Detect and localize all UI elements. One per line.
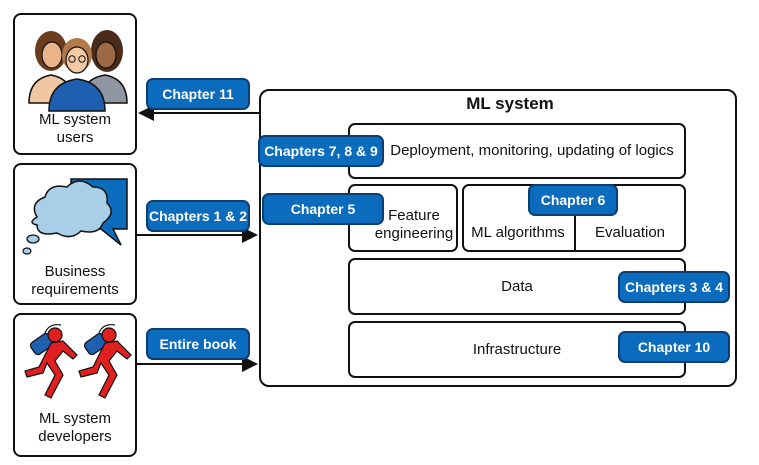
tag-chapters-7-8-9: Chapters 7, 8 & 9 <box>258 135 384 167</box>
users-icon <box>28 30 128 112</box>
deployment-box: Deployment, monitoring, updating of logi… <box>348 123 686 179</box>
tag-chapter-5: Chapter 5 <box>262 193 384 225</box>
data-box: Data <box>348 258 686 315</box>
tag-chapter-10: Chapter 10 <box>618 331 730 363</box>
business-label: Business requirements <box>31 263 119 298</box>
thought-bubble-icon <box>22 178 128 255</box>
users-box: ML system users <box>13 13 137 155</box>
tag-entire-book: Entire book <box>146 328 250 360</box>
users-label: ML system users <box>39 111 111 146</box>
tag-chapters-1-2: Chapters 1 & 2 <box>146 200 250 232</box>
algorithms-divider <box>574 214 576 252</box>
tag-chapters-3-4: Chapters 3 & 4 <box>618 271 730 303</box>
business-box: Business requirements <box>13 163 137 305</box>
tag-chapter-11: Chapter 11 <box>146 78 250 110</box>
evaluation-label: Evaluation <box>594 224 666 241</box>
developers-label: ML system developers <box>38 410 112 445</box>
developers-box: ML system developers <box>13 313 137 457</box>
developers-icon <box>24 324 132 399</box>
tag-chapter-6: Chapter 6 <box>528 184 618 216</box>
ml-algorithms-label: ML algorithms <box>471 224 565 241</box>
ml-system-title: ML system <box>466 94 554 113</box>
